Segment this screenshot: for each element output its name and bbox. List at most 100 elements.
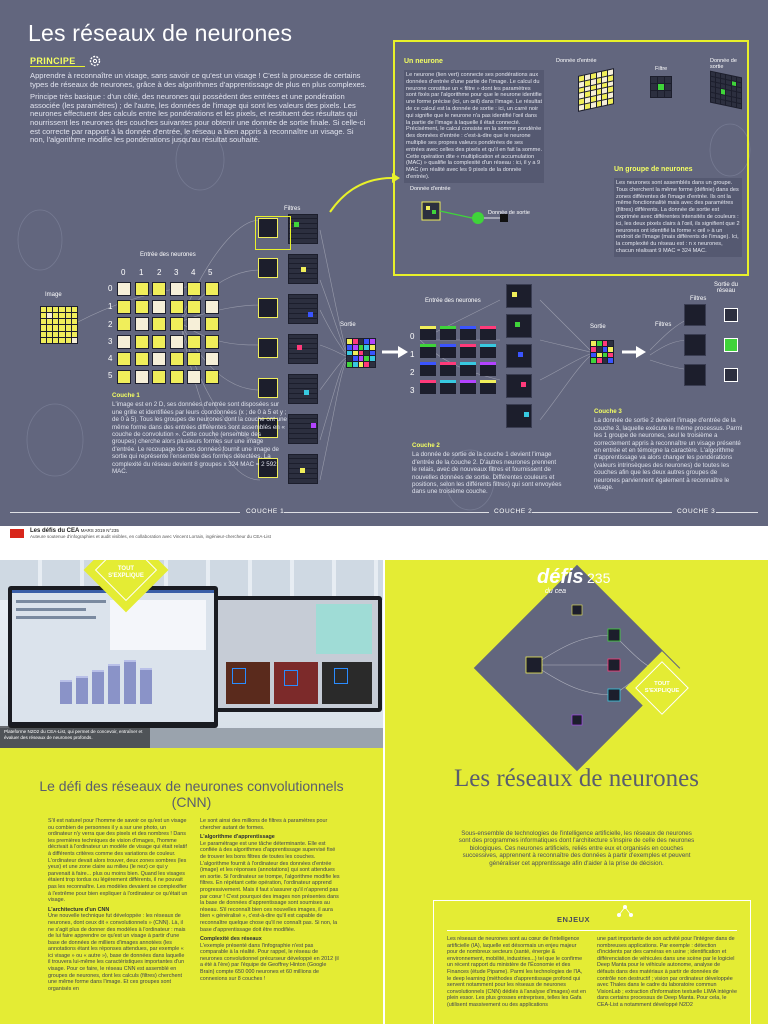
layer3-footer-line-left [532,512,672,513]
photo-caption: Plateforme N2D2 du CEA-List, qui permet … [0,726,150,748]
neuron-block [117,352,131,366]
lab-photo: Plateforme N2D2 du CEA-List, qui permet … [0,560,383,748]
grid-cell [47,331,53,337]
input-data-label: Donnée d'entrée [556,58,597,64]
neuron-block [204,317,219,331]
grid-cell [658,77,664,83]
grid-cell [591,352,596,358]
row-number: 3 [108,337,113,346]
grid-cell [602,99,608,106]
row-number: 4 [108,354,113,363]
grid-cell [71,337,77,343]
detail-filter-grid [650,76,672,98]
grid-cell [41,307,47,313]
feature-map [288,214,318,244]
neuron-block [134,299,149,314]
layer2-block [460,326,476,340]
layer1-output-grid [346,338,376,368]
enjeux-box [433,900,751,1024]
page-title: Les réseaux de neurones [28,20,293,46]
row-number: 2 [410,368,415,377]
grid-cell [41,313,47,319]
enjeux-title: ENJEUX [557,915,591,924]
feature-activation [521,382,526,387]
grid-cell [53,325,59,331]
neuron-block [152,352,166,366]
grid-cell [358,350,364,356]
neuron-block [117,369,131,384]
input-image-grid [40,306,78,344]
output-label-layer2: Sortie [590,324,606,330]
neuron-block [117,299,131,314]
chart-bar [124,660,136,704]
neuron-block [169,299,184,314]
layer2-text: La donnée de sortie de la couche 1 devie… [412,451,562,496]
grid-cell [47,325,53,331]
right-page: défis 235 du cea TOUT S'EXPLIQUE Les rés… [385,560,768,1024]
grid-cell [65,319,71,325]
neuron-block [169,369,184,384]
layer3-feature-map [684,334,706,356]
network-icon [617,905,633,917]
code-line [16,600,106,603]
layer2-block [480,344,496,358]
cea-logo [10,529,24,538]
layer3-description: Couche 3 La donnée de sortie 2 devient l… [594,408,744,491]
paragraph: L'exemple présenté dans l'infographie n'… [200,942,339,982]
principe-underline [30,66,85,67]
layer2-block [440,326,456,340]
neuron-text: Le neurone (lien vert) connecte ses pond… [404,70,544,183]
output-data-label: Donnée de sortie [710,58,737,70]
chart-bar [60,680,72,704]
enjeux-column-2: une part importante de son activité pour… [597,936,737,1008]
neuron-block [117,317,131,331]
infographic-spread: Les réseaux de neurones PRINCIPE Apprend… [0,0,768,540]
neuron-block [187,299,201,314]
output-neuron [724,338,738,352]
feature-map [288,414,318,444]
output-label: Sortie [340,322,356,328]
input-label: Entrée des neurones [140,252,196,258]
grid-cell [590,102,596,109]
grid-cell [711,92,716,98]
grid-cell [726,75,731,81]
subheading: Complexité des réseaux [200,936,262,943]
neuron-block [169,334,184,349]
grid-cell [721,99,726,105]
grid-cell [352,339,358,344]
layer2-block [420,380,436,394]
grid-cell [584,103,590,110]
code-line [16,616,96,619]
grid-cell [651,84,657,90]
left-page: Plateforme N2D2 du CEA-List, qui permet … [0,560,383,1024]
grid-cell [65,331,71,337]
code-line [16,608,86,611]
grid-cell [608,98,613,105]
grid-cell [608,341,613,346]
grid-cell [716,88,721,94]
chart-bar [76,676,88,704]
col-number: 5 [208,268,213,277]
face-detection-box [334,668,348,684]
grid-cell [65,313,71,319]
layer1-description: Couche 1 L'image est en 2 D, ses données… [112,392,287,475]
grid-cell [65,337,71,343]
feature-activation [518,352,523,357]
row-number: 1 [410,350,415,359]
grid-cell [347,350,352,356]
layer2-title: Couche 2 [412,442,440,449]
grid-cell [711,82,716,88]
feature-activation [308,312,313,317]
grid-cell [596,341,602,346]
grid-cell [358,362,364,367]
neuron-block [187,317,201,331]
grid-cell [721,74,726,80]
layer2-input-grid [420,326,500,398]
grid-cell [352,344,358,350]
neuron-block [152,299,166,314]
grid-cell [347,362,352,367]
neuron-block [169,317,184,331]
layer2-block [420,344,436,358]
layer3-footer: COUCHE 3 [677,508,716,515]
grid-cell [358,344,364,350]
